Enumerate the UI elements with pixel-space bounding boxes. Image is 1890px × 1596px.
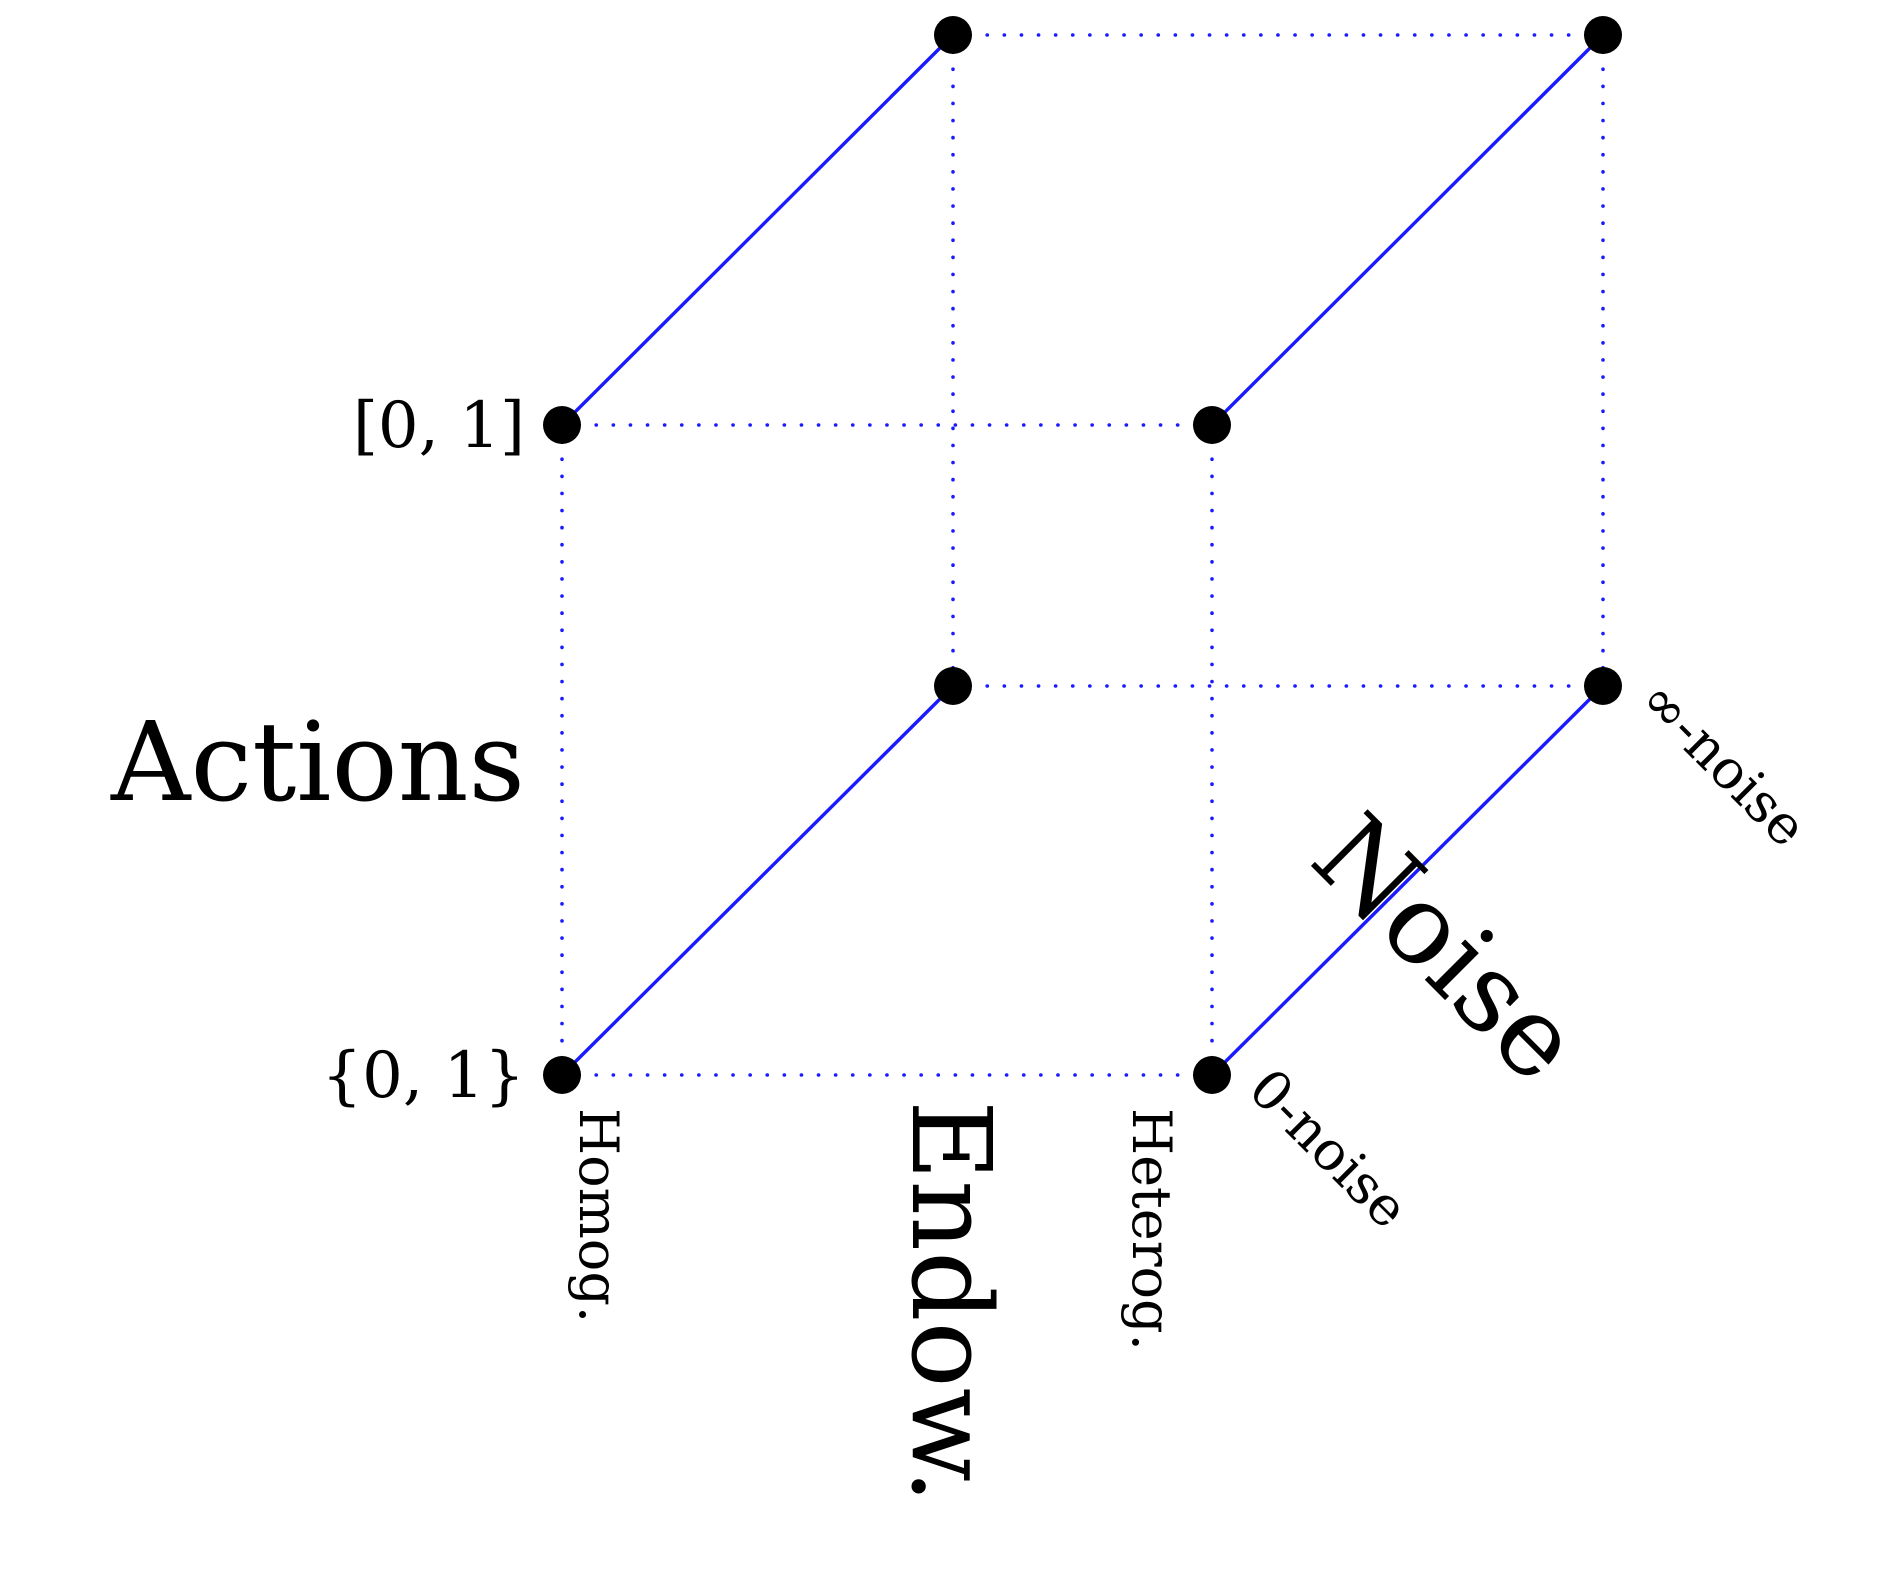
endowments-high-label: Heterog.	[1120, 1108, 1183, 1351]
vertex-back-bottom-right	[1584, 667, 1622, 705]
actions-low-label: {0, 1}	[321, 1039, 525, 1113]
vertex-back-top-left	[934, 16, 972, 54]
noise-high-label: ∞-noise	[1628, 668, 1819, 859]
dotted-edges	[560, 33, 1605, 1077]
noise-low-label: 0-noise	[1237, 1057, 1421, 1241]
vertex-back-bottom-left	[934, 667, 972, 705]
vertex-front-bottom-right	[1193, 1056, 1231, 1094]
edge-noise-top-right	[1210, 33, 1605, 427]
actions-axis-title: Actions	[110, 698, 525, 826]
edge-noise-bottom-right	[1210, 684, 1605, 1077]
solid-edges	[560, 33, 1605, 1077]
endowments-axis-title: Endow.	[887, 1100, 1015, 1504]
vertex-front-bottom-left	[543, 1056, 581, 1094]
vertex-back-top-right	[1584, 16, 1622, 54]
actions-high-label: [0, 1]	[353, 389, 525, 463]
noise-axis-title: Noise	[1289, 790, 1605, 1106]
vertex-front-top-left	[543, 406, 581, 444]
vertices	[543, 16, 1622, 1094]
vertex-front-top-right	[1193, 406, 1231, 444]
edge-noise-top-left	[560, 33, 955, 427]
edge-noise-bottom-left	[560, 684, 955, 1077]
endowments-low-label: Homog.	[567, 1108, 630, 1323]
